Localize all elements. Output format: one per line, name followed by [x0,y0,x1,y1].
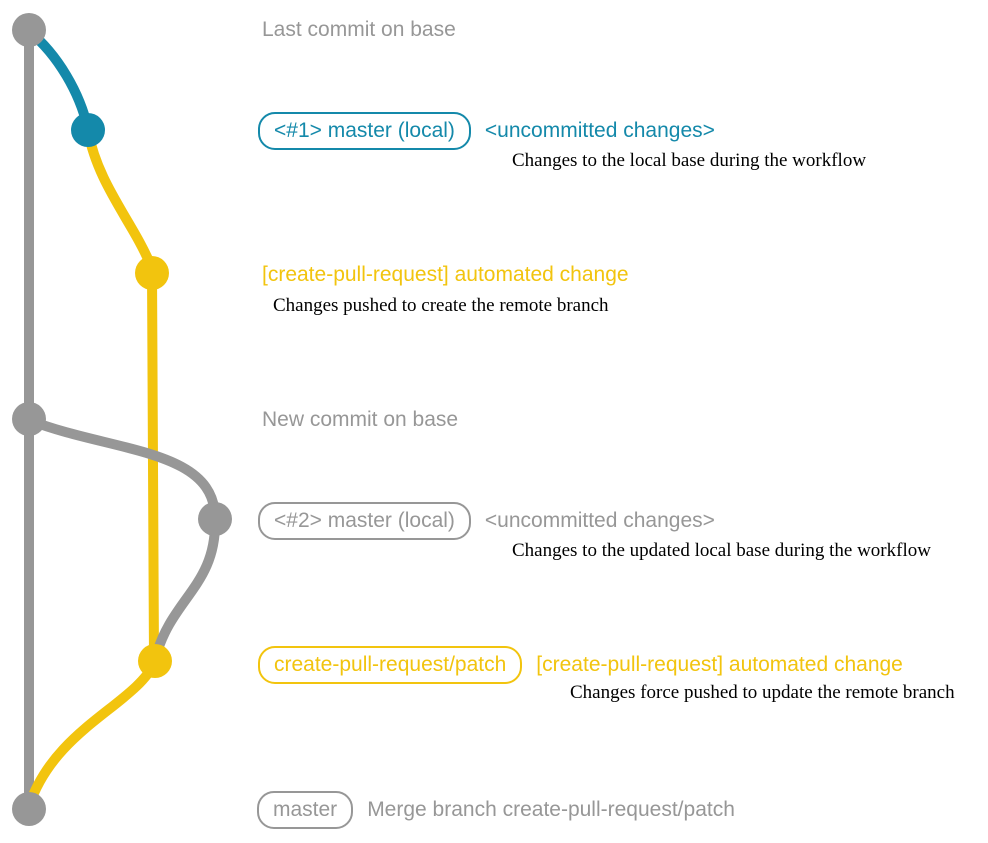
commit-dot-new-on-base [12,402,46,436]
commit-dot-last-on-base [12,13,46,47]
commit-desc-uncommitted-1: Changes to the local base during the wor… [512,150,867,171]
commit-dot-local-2 [198,502,232,536]
local-branch-curve-1 [24,26,93,134]
commit-row-local-2: <#2> master (local) <uncommitted changes… [258,502,715,540]
commit-row-automated-2: create-pull-request/patch [create-pull-r… [258,646,903,684]
commit-desc-uncommitted-2: Changes to the updated local base during… [512,540,931,561]
branch-tag-master: master [257,791,354,829]
commit-row-merge: master Merge branch create-pull-request/… [257,791,735,829]
commit-message-automated-2: [create-pull-request] automated change [536,653,903,676]
commit-message-last-on-base: Last commit on base [262,18,456,41]
commit-dot-merge [12,792,46,826]
commit-row-local-1: <#1> master (local) <uncommitted changes… [258,112,715,150]
rebase-curve-1 [24,415,220,523]
commit-dot-local-1 [71,113,105,147]
rebase-curve-2 [151,514,221,661]
commit-message-automated-1: [create-pull-request] automated change [262,263,629,286]
commit-graph [12,13,232,826]
remote-branch-curve-1 [83,126,156,271]
commit-message-uncommitted-1: <uncommitted changes> [484,119,715,142]
commit-desc-automated-1: Changes pushed to create the remote bran… [273,295,609,316]
merge-curve [24,657,160,811]
branch-tag-create-pull-request-patch: create-pull-request/patch [258,646,523,684]
commit-message-uncommitted-2: <uncommitted changes> [484,509,715,532]
commit-dot-automated-2 [138,644,172,678]
remote-branch-line [147,267,159,664]
commit-message-merge: Merge branch create-pull-request/patch [367,798,735,821]
commit-desc-automated-2: Changes force pushed to update the remot… [570,682,955,703]
commit-dot-automated-1 [135,256,169,290]
branch-tag-master-local-1: <#1> master (local) [258,112,471,150]
branch-tag-master-local-2: <#2> master (local) [258,502,471,540]
commit-message-new-on-base: New commit on base [262,408,459,431]
